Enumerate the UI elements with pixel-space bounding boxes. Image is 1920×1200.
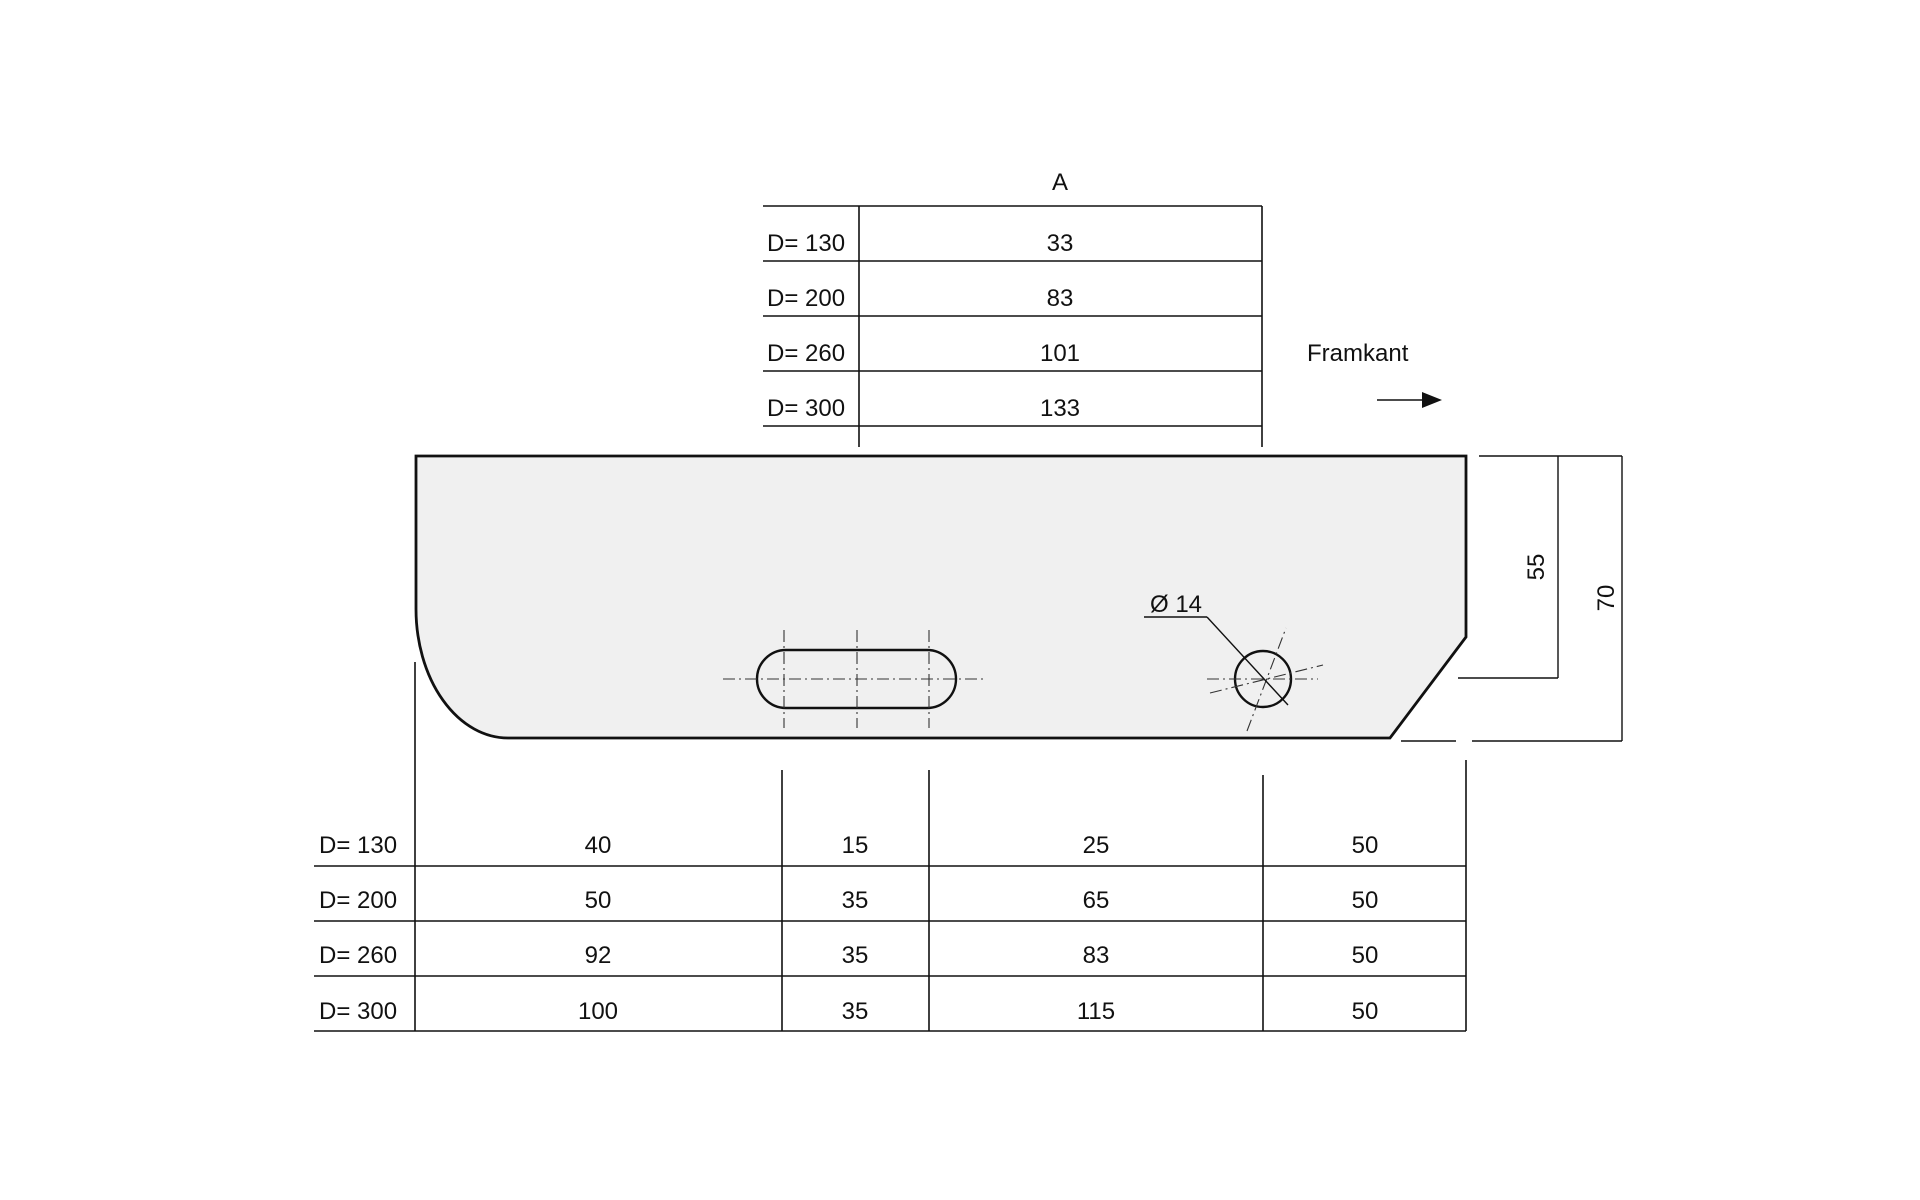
dimension-55-label: 55 [1523, 554, 1550, 581]
top-table-value: 133 [1040, 395, 1080, 422]
bottom-table-cell: 35 [842, 998, 869, 1025]
dimension-70-label: 70 [1593, 585, 1620, 612]
hole-centerline [1246, 627, 1287, 732]
top-table-label: D= 260 [767, 340, 845, 367]
slot [723, 630, 983, 728]
part-outline [414, 454, 1468, 740]
bottom-table-label: D= 200 [319, 887, 397, 914]
direction-indicator: Framkant [1307, 340, 1442, 408]
bottom-table-cell: 115 [1077, 998, 1115, 1025]
bottom-table-cell: 83 [1083, 942, 1110, 969]
top-table-label: D= 200 [767, 285, 845, 312]
bottom-table-cell: 92 [585, 942, 612, 969]
bottom-table-cell: 50 [1352, 942, 1379, 969]
height-dimensions: 55 70 [1401, 455, 1623, 742]
bottom-table: D= 130 D= 200 D= 260 D= 300 40 15 25 50 … [314, 662, 1467, 1032]
bottom-table-cell: 50 [585, 887, 612, 914]
top-table-label: D= 300 [767, 395, 845, 422]
top-table-header: A [1052, 169, 1068, 196]
bottom-table-cell: 35 [842, 942, 869, 969]
arrow-right-icon [1422, 392, 1442, 408]
top-table: A D= 130 D= 200 D= 260 D= 300 33 83 101 … [763, 169, 1263, 447]
bottom-table-label: D= 300 [319, 998, 397, 1025]
bottom-table-cell: 50 [1352, 887, 1379, 914]
bottom-table-cell: 40 [585, 832, 612, 859]
bottom-table-cell: 50 [1352, 832, 1379, 859]
hole-centerline [1209, 664, 1324, 694]
hole-leader [1206, 616, 1289, 706]
bottom-table-cell: 65 [1083, 887, 1110, 914]
top-table-label: D= 130 [767, 230, 845, 257]
top-table-value: 101 [1040, 340, 1080, 367]
bottom-table-cell: 25 [1083, 832, 1110, 859]
hole-diameter-callout: Ø 14 [1150, 591, 1202, 618]
bottom-table-cell: 100 [578, 998, 618, 1025]
bottom-table-label: D= 130 [319, 832, 397, 859]
bottom-table-cell: 50 [1352, 998, 1379, 1025]
framkant-label: Framkant [1307, 340, 1409, 367]
top-table-value: 83 [1047, 285, 1074, 312]
bottom-table-label: D= 260 [319, 942, 397, 969]
bottom-table-cell: 15 [842, 832, 869, 859]
round-hole: Ø 14 [1144, 591, 1324, 732]
bottom-table-cell: 35 [842, 887, 869, 914]
top-table-value: 33 [1047, 230, 1074, 257]
